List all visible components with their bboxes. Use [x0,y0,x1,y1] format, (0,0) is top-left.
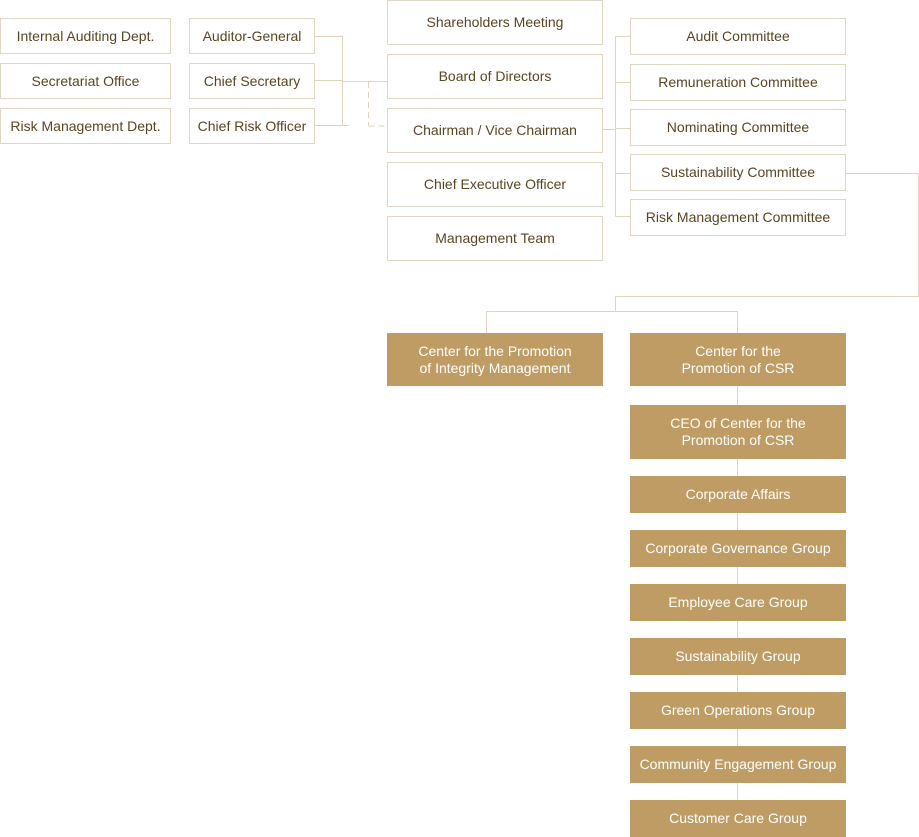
connector-committees-bracket [603,36,630,217]
nominating-committee-label: Nominating Committee [666,119,810,135]
integrity-center-label: Center for the Promotion of Integrity Ma… [418,342,572,376]
community-engagement-group-box: Community Engagement Group [630,746,846,783]
board-of-directors-label: Board of Directors [438,68,552,84]
risk-management-committee-box: Risk Management Committee [630,199,846,236]
audit-committee-label: Audit Committee [686,28,790,44]
green-operations-group-label: Green Operations Group [660,702,816,718]
csr-ceo-box: CEO of Center for the Promotion of CSR [630,405,846,459]
green-operations-group-box: Green Operations Group [630,692,846,729]
integrity-center-box: Center for the Promotion of Integrity Ma… [387,333,603,386]
corporate-governance-group-label: Corporate Governance Group [645,540,831,556]
management-team-label: Management Team [435,230,555,246]
board-of-directors-box: Board of Directors [387,54,603,99]
chairman-box: Chairman / Vice Chairman [387,108,603,153]
chief-risk-officer-label: Chief Risk Officer [197,117,307,134]
chairman-label: Chairman / Vice Chairman [413,122,577,138]
employee-care-group-label: Employee Care Group [668,594,808,610]
shareholders-meeting-box: Shareholders Meeting [387,0,603,45]
sustainability-group-label: Sustainability Group [675,648,801,664]
corporate-governance-group-box: Corporate Governance Group [630,530,846,567]
auditor-general-box: Auditor-General [189,18,315,54]
community-engagement-group-label: Community Engagement Group [639,756,837,772]
csr-center-box: Center for the Promotion of CSR [630,333,846,386]
shareholders-meeting-label: Shareholders Meeting [426,14,564,30]
risk-management-committee-label: Risk Management Committee [645,209,831,225]
remuneration-committee-label: Remuneration Committee [658,74,818,90]
management-team-box: Management Team [387,216,603,261]
employee-care-group-box: Employee Care Group [630,584,846,621]
risk-management-dept-label: Risk Management Dept. [10,117,161,134]
internal-auditing-dept-label: Internal Auditing Dept. [16,27,155,44]
secretariat-office-label: Secretariat Office [31,72,140,89]
sustainability-committee-label: Sustainability Committee [660,164,816,180]
internal-auditing-dept-box: Internal Auditing Dept. [0,18,171,54]
risk-management-dept-box: Risk Management Dept. [0,108,171,144]
customer-care-group-box: Customer Care Group [630,800,846,837]
ceo-label: Chief Executive Officer [423,176,567,192]
chief-secretary-box: Chief Secretary [189,63,315,99]
audit-committee-box: Audit Committee [630,18,846,55]
connector-dashed [368,82,387,127]
csr-center-label: Center for the Promotion of CSR [681,342,795,376]
chief-risk-officer-box: Chief Risk Officer [189,108,315,144]
ceo-box: Chief Executive Officer [387,162,603,207]
sustainability-committee-box: Sustainability Committee [630,154,846,191]
csr-ceo-label: CEO of Center for the Promotion of CSR [670,415,806,448]
secretariat-office-box: Secretariat Office [0,63,171,99]
remuneration-committee-box: Remuneration Committee [630,64,846,101]
nominating-committee-box: Nominating Committee [630,109,846,146]
chief-secretary-label: Chief Secretary [203,72,301,89]
corporate-affairs-box: Corporate Affairs [630,476,846,513]
customer-care-group-label: Customer Care Group [669,810,807,826]
connector-officers-bracket [315,36,387,126]
auditor-general-label: Auditor-General [202,27,302,44]
corporate-affairs-label: Corporate Affairs [685,486,791,502]
sustainability-group-box: Sustainability Group [630,638,846,675]
